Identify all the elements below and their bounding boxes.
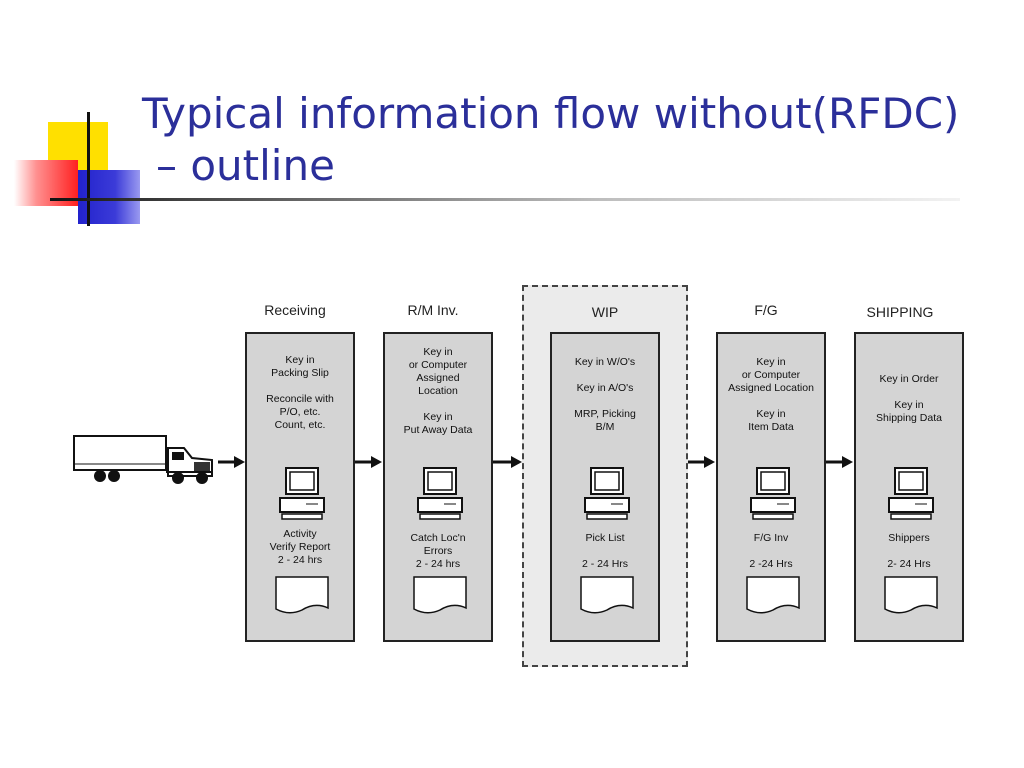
information-flow-diagram: Receiving R/M Inv. WIP F/G SHIPPING Key … [70, 280, 970, 680]
stage-bottom-text: Pick List 2 - 24 Hrs [581, 532, 629, 570]
stage-label-fg: F/G [754, 302, 778, 318]
slide-title-line2: – outline [156, 141, 335, 190]
computer-icon [888, 467, 934, 520]
stage-bottom-text: Catch Loc'n Errors 2 - 24 hrs [410, 532, 466, 570]
document-icon [580, 576, 634, 614]
computer-icon [417, 467, 463, 520]
stage-top-text: Key in W/O's Key in A/O's MRP, Picking B… [574, 356, 636, 433]
arrow-right-icon [826, 456, 853, 468]
stage-column-rm-inv: Key in or Computer Assigned Location Key… [383, 332, 493, 642]
stage-top-text: Key in Order Key in Shipping Data [876, 373, 942, 424]
arrow-right-icon [218, 456, 245, 468]
truck-icon [73, 435, 213, 484]
stage-label-shipping: SHIPPING [866, 304, 934, 320]
computer-icon [279, 467, 325, 520]
arrow-right-icon [688, 456, 715, 468]
document-icon [413, 576, 467, 614]
stage-bottom-text: F/G Inv 2 -24 Hrs [749, 532, 793, 570]
stage-column-wip: Key in W/O's Key in A/O's MRP, Picking B… [550, 332, 660, 642]
slide-title-line1: Typical information flow without(RFDC) [142, 89, 960, 138]
stage-label-receiving: Receiving [264, 302, 326, 318]
decor-vertical-line [87, 112, 90, 226]
computer-icon [584, 467, 630, 520]
document-icon [746, 576, 800, 614]
stage-bottom-text: Shippers 2- 24 Hrs [887, 532, 931, 570]
computer-icon [750, 467, 796, 520]
document-icon [275, 576, 329, 614]
slide-title: Typical information flow without(RFDC) –… [142, 88, 1002, 192]
decor-horizontal-rule [50, 198, 960, 201]
stage-bottom-text: Activity Verify Report 2 - 24 hrs [269, 528, 331, 566]
stage-label-wip: WIP [591, 304, 619, 320]
arrow-right-icon [493, 456, 522, 468]
stage-top-text: Key in Packing Slip Reconcile with P/O, … [266, 354, 334, 431]
stage-column-fg: Key in or Computer Assigned Location Key… [716, 332, 826, 642]
stage-column-receiving: Key in Packing Slip Reconcile with P/O, … [245, 332, 355, 642]
stage-top-text: Key in or Computer Assigned Location Key… [728, 356, 814, 433]
document-icon [884, 576, 938, 614]
arrow-right-icon [355, 456, 382, 468]
stage-column-shipping: Key in Order Key in Shipping Data Shippe… [854, 332, 964, 642]
stage-label-rm-inv: R/M Inv. [407, 302, 459, 318]
stage-top-text: Key in or Computer Assigned Location Key… [403, 346, 473, 436]
